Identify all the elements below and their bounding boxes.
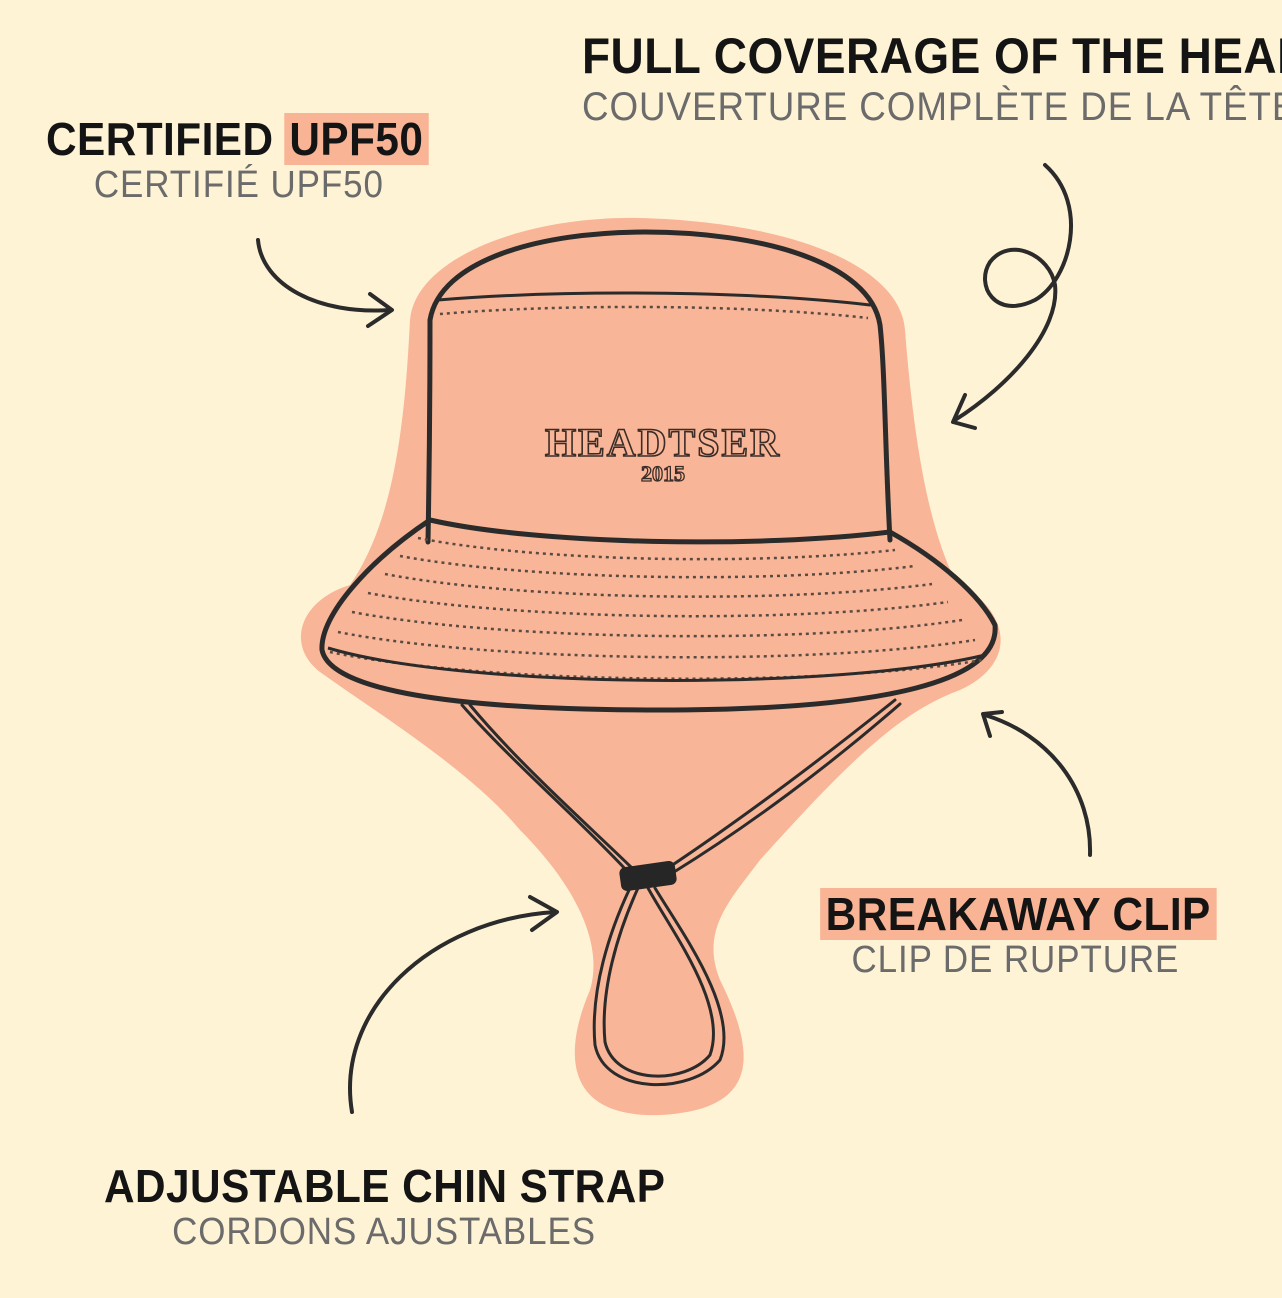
label-upf-title-highlight: UPF50 [283,113,429,165]
chin-strap-cords [460,698,902,1087]
hat-crown-stitch [439,305,869,320]
curved-arrow-icon [256,238,394,328]
breakaway-clip-toggle [619,860,677,892]
hat-brim-inner-edge [327,646,986,682]
label-full-coverage: FULL COVERAGE OF THE HEAD COUVERTURE COM… [582,30,1282,131]
label-breakaway-clip: BREAKAWAY CLIP CLIP DE RUPTURE [820,888,1251,984]
label-upf-title: CERTIFIED UPF50 [46,113,429,165]
label-clip-title: BREAKAWAY CLIP [820,888,1217,940]
hat-crown-outline [425,229,893,545]
hat-crown-top-seam [436,291,872,307]
label-adjustable-chin-strap: ADJUSTABLE CHIN STRAP CORDONS AJUSTABLES [104,1162,714,1256]
looped-arrow-icon [951,163,1073,430]
label-clip-title-text: BREAKAWAY CLIP [820,888,1217,940]
label-strap-title: ADJUSTABLE CHIN STRAP [104,1160,666,1212]
hat-brand-logo: HEADTSER [545,420,781,465]
label-upf-title-prefix: CERTIFIED [46,113,286,165]
curved-arrow-icon [981,710,1093,857]
label-strap-subtitle: CORDONS AJUSTABLES [172,1211,596,1254]
label-certified-upf50: CERTIFIED UPF50 CERTIFIÉ UPF50 [46,113,462,209]
label-clip-subtitle: CLIP DE RUPTURE [851,939,1180,982]
hat-brim-outline [319,517,998,713]
hat-brand-year: 2015 [641,461,685,486]
hat-backdrop-blob [300,217,1001,1116]
label-upf-subtitle: CERTIFIÉ UPF50 [93,164,384,207]
curved-arrow-icon [348,895,559,1114]
label-coverage-subtitle: COUVERTURE COMPLÈTE DE LA TÊTE [582,84,1282,129]
label-coverage-title: FULL COVERAGE OF THE HEAD [582,28,1282,84]
